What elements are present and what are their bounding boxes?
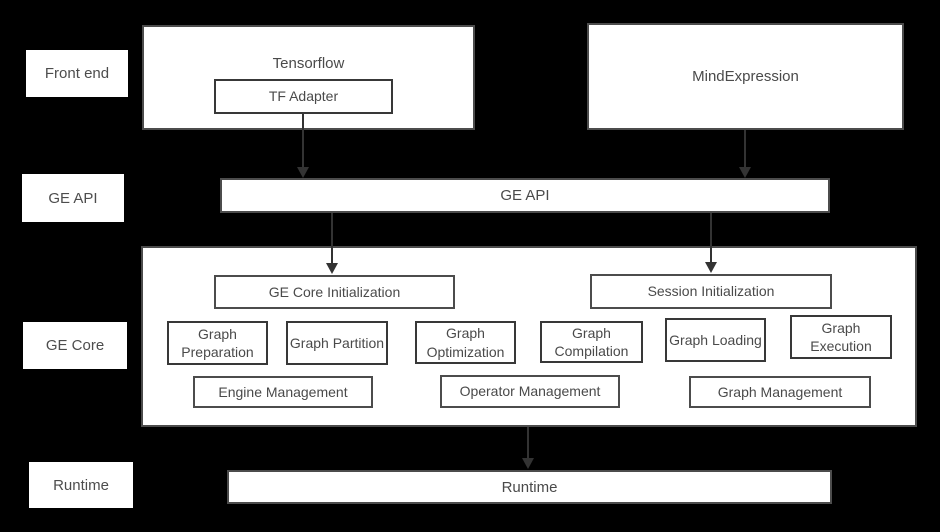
tensorflow-label: Tensorflow (272, 55, 345, 72)
ge-core-initialization-box: GE Core Initialization (214, 275, 455, 309)
tf-adapter-box: TF Adapter (214, 79, 393, 114)
module-graph-compilation: Graph Compilation (540, 321, 643, 363)
arrow-ge-api-to-session-init (705, 213, 717, 273)
arrow-ge-api-to-ge-core-init (326, 213, 338, 274)
row-label-ge-api: GE API (22, 174, 124, 222)
arrow-mindexpression-to-ge-api (739, 130, 751, 178)
module-graph-loading: Graph Loading (665, 318, 766, 362)
ge-api-bar: GE API (220, 178, 830, 213)
module-graph-optimization: Graph Optimization (415, 321, 516, 364)
mindexpression-box: MindExpression (587, 23, 904, 130)
row-label-runtime: Runtime (29, 462, 133, 508)
module-graph-execution: Graph Execution (790, 315, 892, 359)
session-initialization-box: Session Initialization (590, 274, 832, 309)
module-graph-partition: Graph Partition (286, 321, 388, 365)
runtime-bar: Runtime (227, 470, 832, 504)
row-label-ge-core: GE Core (23, 322, 127, 369)
graph-management-box: Graph Management (689, 376, 871, 408)
row-label-front-end: Front end (26, 50, 128, 97)
arrow-ge-core-to-runtime (522, 427, 534, 469)
operator-management-box: Operator Management (440, 375, 620, 408)
module-graph-preparation: Graph Preparation (167, 321, 268, 365)
engine-management-box: Engine Management (193, 376, 373, 408)
arrow-tf-adapter-to-ge-api (297, 114, 309, 178)
